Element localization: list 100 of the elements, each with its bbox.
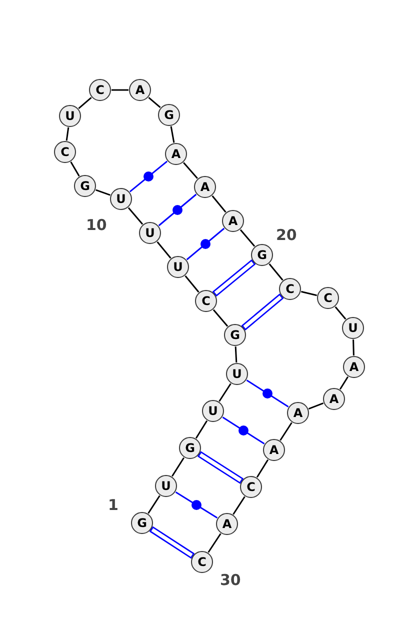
base-letter: C [286,283,294,295]
nucleotide-circle [158,104,180,126]
base-letter: A [228,215,238,227]
backbone-line [268,263,284,281]
backbone-line [170,126,175,143]
base-letter: C [198,556,206,568]
base-letter: C [202,295,210,307]
backbone-line [128,207,144,225]
nucleotide-circle [194,176,216,198]
base-letter: A [222,518,232,530]
base-letter: A [171,148,181,160]
nucleotide-circle [179,437,201,459]
nucleotide-circle [323,388,345,410]
nucleotide-circle [110,188,132,210]
nucleotide-circle [224,324,246,346]
backbone-line [96,189,110,196]
base-letter: G [164,109,174,121]
base-letter: G [185,442,195,454]
backbone-line [156,241,172,259]
backbone-line [148,96,161,108]
backbone-line [172,457,184,477]
double-pair-line [241,293,284,331]
base-letter: U [145,227,155,239]
base-letter: C [60,146,70,158]
nucleotide-circle [59,105,81,127]
nucleotide-circle [342,317,364,339]
nucleotide-circle [226,363,248,385]
backbone-line [212,309,228,327]
double-pair-line [149,526,195,559]
base-letter: A [329,393,339,405]
backbone-line [208,533,222,553]
backbone-line [195,420,208,439]
backbone-line [70,162,80,176]
nucleotide-circle [131,512,153,534]
base-letter: U [208,405,218,417]
double-pair-line [212,259,256,297]
nucleotide-circle [222,210,244,232]
nucleotide-circle [139,222,161,244]
backbone-line [218,383,232,402]
nucleotide-circle [54,141,76,163]
nucleotide-circle [202,400,224,422]
backbone-line [148,495,160,514]
backbone-line [339,376,349,390]
nucleotide-circle [240,476,262,498]
pair-line [158,194,197,226]
nucleotide-circle [343,356,365,378]
nucleotide-circle [167,256,189,278]
pair-line [186,228,225,260]
base-letter: A [200,181,210,193]
base-letter: G [257,249,267,261]
base-letter: U [173,261,183,273]
position-number: 10 [86,218,107,233]
base-letter: A [349,361,359,373]
backbone-line [184,275,200,293]
nucleotide-circle [155,475,177,497]
backbone-line [232,496,246,515]
base-letter: A [269,444,279,456]
pair-line [222,416,265,444]
base-letter: U [161,480,171,492]
base-letter: G [80,180,90,192]
backbone-line [352,339,354,356]
nucleotide-circle [279,278,301,300]
nucleotide-circle [74,175,96,197]
base-letter: U [65,110,75,122]
base-letter: C [246,481,256,493]
nucleotide-circle [195,290,217,312]
double-pair-line [197,451,244,484]
backbone-line [112,89,128,91]
nucleotide-circle [263,439,285,461]
base-letter: U [348,322,358,334]
nucleotide-circle [216,513,238,535]
backbone-line [308,402,324,410]
base-letter: U [116,193,126,205]
base-letter: A [135,84,145,96]
pair-line [246,380,289,408]
pair-line [175,491,218,519]
position-number: 1 [108,498,118,513]
pair-line [129,160,168,192]
backbone-line [234,346,238,363]
base-letter: C [324,292,332,304]
backbone-line [240,229,256,247]
backbone-line [334,306,346,320]
backbone-line [183,162,198,179]
nucleotide-circle [129,79,151,101]
nucleotide-circle [191,551,213,573]
base-letter: G [230,329,240,341]
nucleotide-circle [89,79,111,101]
backbone-line [256,459,269,478]
position-number: 20 [276,228,297,243]
base-letter: U [232,368,242,380]
base-letter: C [96,84,104,96]
backbone-line [212,195,226,213]
backbone-line [78,96,92,110]
nucleotide-circle [251,244,273,266]
nucleotide-circle [317,287,339,309]
nucleotide-circle [287,402,309,424]
position-number: 30 [220,573,241,588]
backbone-line [280,422,292,441]
nucleotide-circle [165,143,187,165]
base-letter: G [137,517,147,529]
